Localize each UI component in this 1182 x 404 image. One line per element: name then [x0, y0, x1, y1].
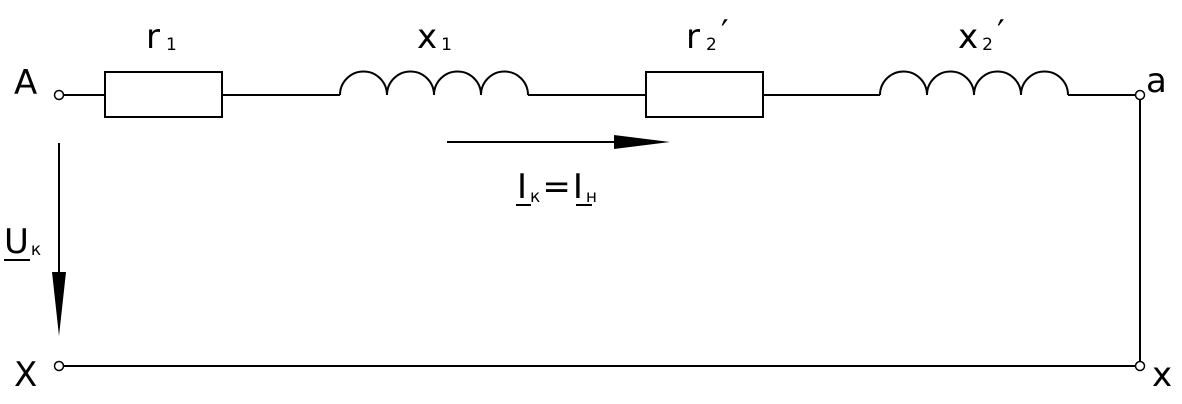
resistor-r2-prime	[645, 71, 764, 118]
terminal-a-node	[1134, 89, 1146, 101]
current-rhs: I	[573, 167, 583, 207]
voltage-symbol: U	[4, 222, 29, 262]
terminal-A-node	[53, 89, 65, 101]
terminal-x-node	[1134, 360, 1146, 372]
current-rhs-subscript: н	[586, 187, 597, 207]
voltage-subscript: к	[31, 240, 41, 260]
terminal-X-node	[53, 360, 65, 372]
inductor-x2-prime	[879, 70, 1069, 96]
terminal-X-label: X	[14, 355, 37, 395]
label-x1-subscript: 1	[441, 35, 452, 55]
label-x2-prime-mark: ′	[997, 13, 1005, 53]
label-x2-subscript: 2	[982, 35, 993, 55]
voltage-arrow-head	[52, 272, 66, 336]
label-x1-symbol: x	[417, 17, 437, 57]
label-r2-symbol: r	[686, 17, 700, 57]
label-x2-symbol: x	[958, 17, 978, 57]
current-equals: =	[542, 167, 571, 207]
label-r1-symbol: r	[146, 17, 160, 57]
current-arrow-head	[614, 135, 670, 149]
terminal-x-label: x	[1152, 355, 1172, 395]
terminal-A-label: A	[14, 63, 37, 103]
label-r2-prime-mark: ′	[721, 13, 729, 53]
label-r1-subscript: 1	[166, 35, 177, 55]
resistor-r1	[104, 71, 223, 118]
inductor-x1	[339, 70, 529, 96]
current-lhs: I	[517, 167, 527, 207]
label-r2-subscript: 2	[706, 35, 717, 55]
terminal-a-label: a	[1146, 61, 1167, 101]
current-lhs-subscript: к	[530, 187, 540, 207]
